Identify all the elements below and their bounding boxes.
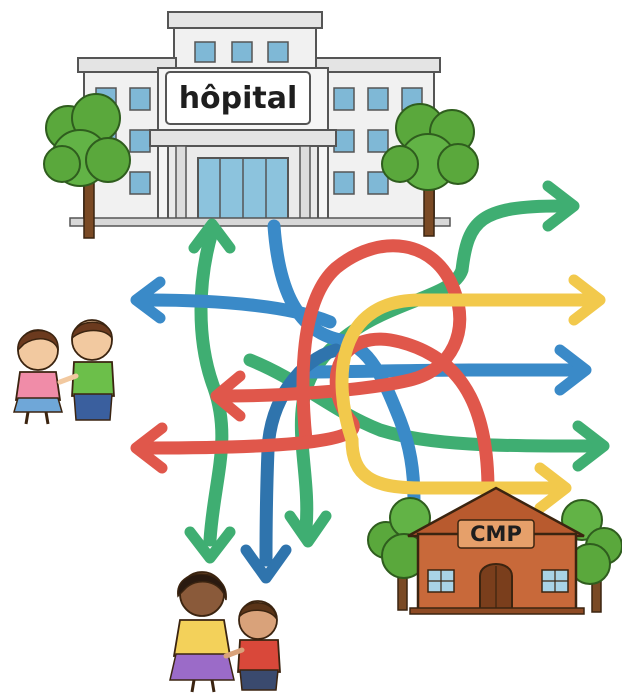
arrow-blue-left-head	[130, 276, 166, 324]
arrow-blue-left	[267, 219, 421, 507]
tree-right-hospital	[381, 103, 479, 237]
arrow-red-loop-head	[210, 370, 246, 422]
hospital-building: hôpital	[69, 11, 451, 227]
arrow-green-top-right-head	[542, 180, 580, 232]
cmp-trees	[367, 497, 622, 613]
arrow-blue-left-top	[141, 293, 337, 329]
arrow-green-left-down-head	[184, 526, 236, 564]
children-left	[13, 319, 115, 425]
arrow-red-left-head	[130, 422, 168, 474]
arrow-green-left-down-head-up	[188, 218, 236, 254]
tangled-paths	[130, 180, 610, 584]
arrow-green-left-down	[194, 225, 229, 547]
arrow-green-down-head	[284, 510, 332, 548]
cmp-sign	[457, 519, 535, 549]
children-bottom	[169, 571, 281, 693]
arrow-yellow-lower-right	[345, 433, 559, 495]
tree-left-hospital	[43, 93, 131, 239]
arrow-yellow-top-right	[335, 293, 593, 447]
arrow-yellow-lower-right-head	[534, 462, 572, 514]
hospital-sign	[165, 71, 311, 125]
hospital-label: hôpital	[179, 81, 298, 116]
arrow-green-lower-right-head	[572, 420, 610, 472]
cmp-building: CMP	[407, 486, 585, 615]
arrow-blue-right-head	[554, 344, 592, 396]
cmp-label: CMP	[470, 522, 522, 546]
arrow-yellow-top-right-head	[568, 274, 606, 326]
arrow-blue-down-head	[240, 544, 292, 584]
